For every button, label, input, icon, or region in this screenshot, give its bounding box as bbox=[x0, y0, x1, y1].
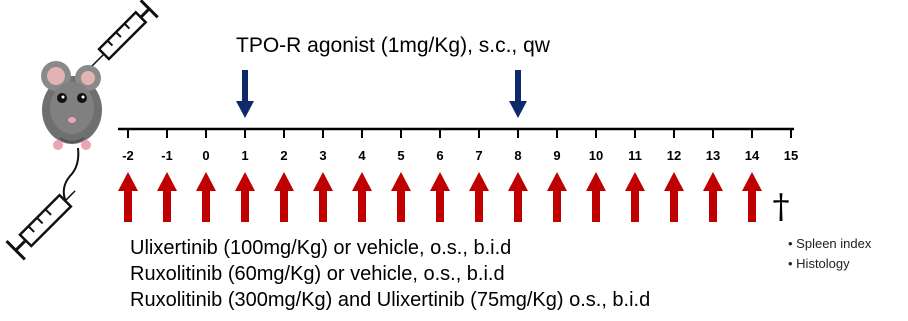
day-label: 14 bbox=[745, 148, 760, 163]
oral-arrow bbox=[196, 172, 216, 222]
regimen-ruxolitinib: Ruxolitinib (60mg/Kg) or vehicle, o.s., … bbox=[130, 263, 505, 285]
oral-arrow bbox=[508, 172, 528, 222]
oral-arrow bbox=[391, 172, 411, 222]
oral-arrow bbox=[313, 172, 333, 222]
day-label: 5 bbox=[397, 148, 404, 163]
readout-histology: Histology bbox=[788, 254, 871, 274]
day-label: 0 bbox=[202, 148, 209, 163]
oral-arrow bbox=[118, 172, 138, 222]
day-label: 15 bbox=[784, 148, 798, 163]
readout-spleen-index: Spleen index bbox=[788, 234, 871, 254]
oral-arrow bbox=[430, 172, 450, 222]
tpo-treatment-label: TPO-R agonist (1mg/Kg), s.c., qw bbox=[236, 34, 550, 57]
day-label: 11 bbox=[628, 148, 642, 163]
timeline-ticks bbox=[127, 129, 792, 138]
oral-arrow bbox=[586, 172, 606, 222]
endpoint-dagger: † bbox=[773, 187, 790, 227]
oral-arrows bbox=[118, 172, 762, 222]
day-label: 4 bbox=[358, 148, 366, 163]
day-label: 9 bbox=[553, 148, 560, 163]
day-label: 13 bbox=[706, 148, 720, 163]
day-label: 3 bbox=[319, 148, 326, 163]
tpo-arrows bbox=[236, 70, 527, 118]
oral-arrow bbox=[625, 172, 645, 222]
oral-arrow bbox=[274, 172, 294, 222]
mouse-icon bbox=[41, 61, 102, 150]
endpoint-readouts: Spleen index Histology bbox=[788, 234, 871, 274]
day-label: 7 bbox=[475, 148, 482, 163]
regimen-combination: Ruxolitinib (300mg/Kg) and Ulixertinib (… bbox=[130, 289, 651, 311]
mouse-tail bbox=[62, 147, 80, 203]
syringe-icon-bottom bbox=[5, 190, 76, 261]
day-label: 10 bbox=[589, 148, 603, 163]
day-label: 6 bbox=[436, 148, 443, 163]
day-label: 8 bbox=[514, 148, 521, 163]
regimen-ulixertinib: Ulixertinib (100mg/Kg) or vehicle, o.s.,… bbox=[130, 237, 512, 259]
oral-arrow bbox=[235, 172, 255, 222]
day-label: -1 bbox=[161, 148, 173, 163]
day-label: 2 bbox=[280, 148, 287, 163]
day-label: 12 bbox=[667, 148, 681, 163]
syringe-icon-top bbox=[86, 0, 159, 72]
day-label: -2 bbox=[122, 148, 134, 163]
oral-arrow bbox=[547, 172, 567, 222]
tpo-arrow bbox=[236, 70, 254, 118]
oral-treatment-regimens: Ulixertinib (100mg/Kg) or vehicle, o.s.,… bbox=[130, 235, 650, 313]
day-label: 1 bbox=[241, 148, 248, 163]
oral-arrow bbox=[352, 172, 372, 222]
oral-arrow bbox=[157, 172, 177, 222]
oral-arrow bbox=[469, 172, 489, 222]
oral-arrow bbox=[664, 172, 684, 222]
tpo-arrow bbox=[509, 70, 527, 118]
oral-arrow bbox=[742, 172, 762, 222]
oral-arrow bbox=[703, 172, 723, 222]
